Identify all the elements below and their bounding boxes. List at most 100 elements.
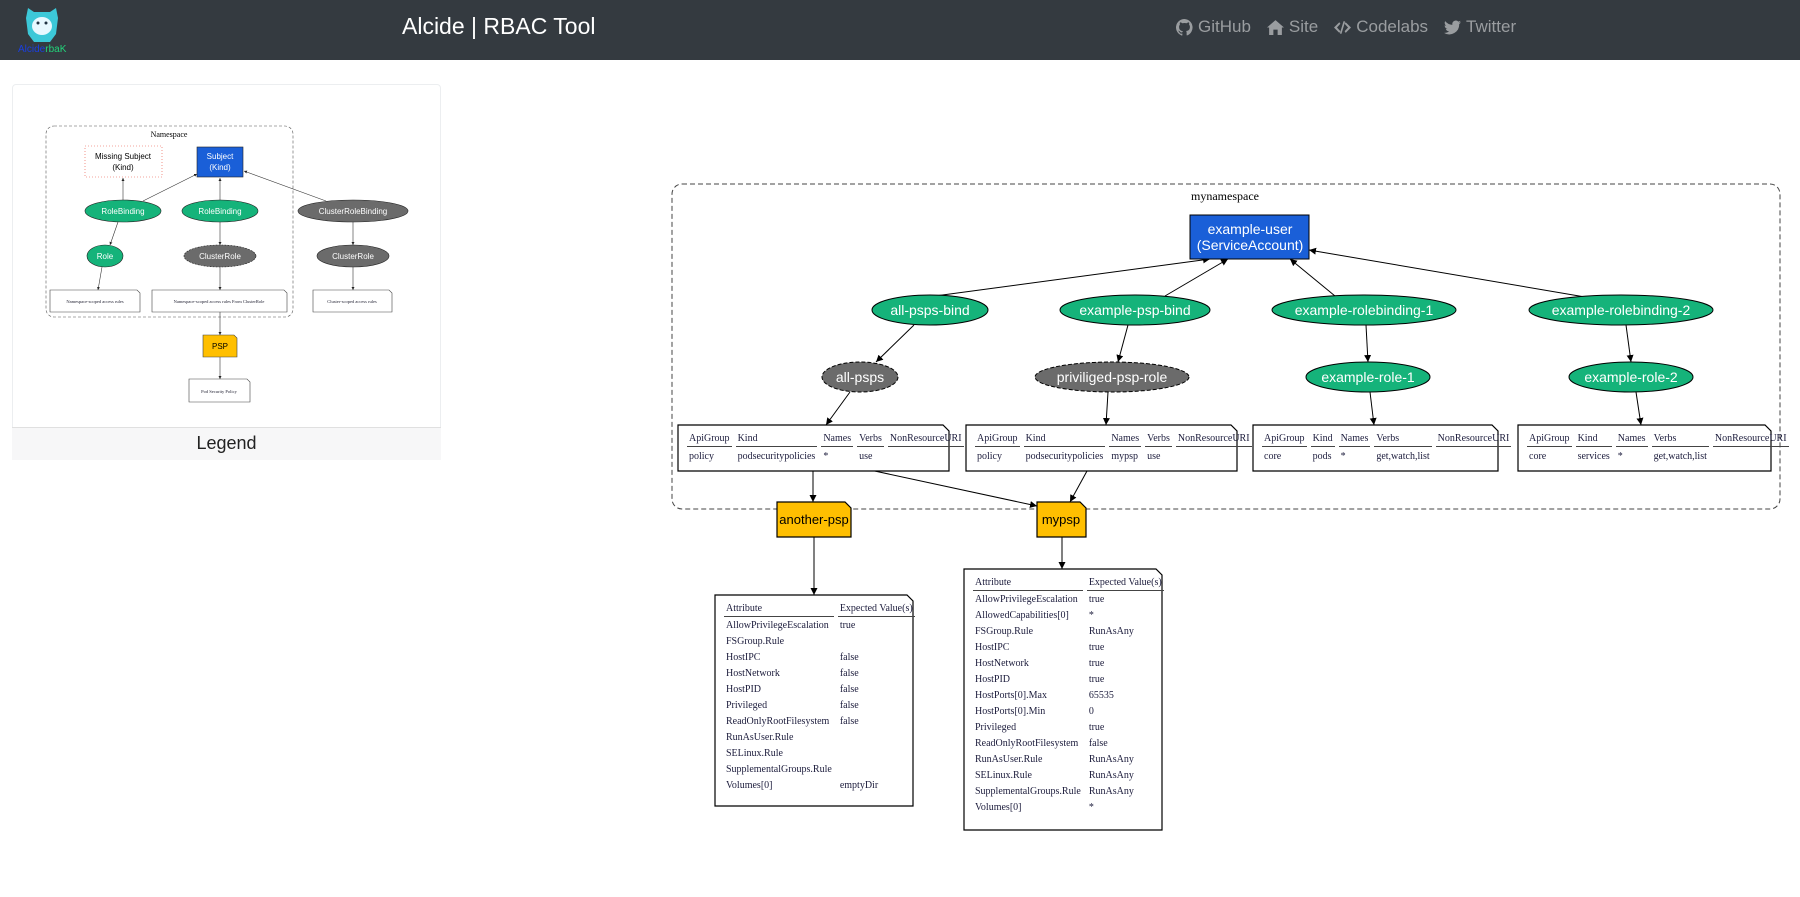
table-cell: SELinux.Rule <box>975 770 1032 781</box>
clusterrole-node[interactable] <box>1034 361 1190 393</box>
table-row: AllowedCapabilities[0]* <box>973 607 1164 623</box>
column-header: Expected Value(s) <box>837 597 915 617</box>
table-row: RunAsUser.Rule <box>724 729 915 745</box>
table-cell: false <box>839 700 859 711</box>
table-cell: Volumes[0] <box>975 802 1022 813</box>
table-cell: true <box>1088 642 1105 653</box>
table-cell: HostIPC <box>975 642 1010 653</box>
legend-clusterrole-ns-label: ClusterRole <box>199 252 241 261</box>
table-cell: * <box>1088 610 1094 621</box>
legend-missing-subject-label: Missing Subject <box>95 152 152 161</box>
legend-clusterrolebinding-label: ClusterRoleBinding <box>319 207 387 216</box>
legend-subject-kind: (Kind) <box>209 163 231 172</box>
table-cell: 65535 <box>1088 690 1114 701</box>
table-cell: false <box>1088 738 1108 749</box>
table-cell: true <box>1088 674 1105 685</box>
table-cell: * <box>1088 802 1094 813</box>
table-row: SupplementalGroups.Rule <box>724 761 915 777</box>
table-cell: false <box>839 652 859 663</box>
legend-clusterrole-label: ClusterRole <box>332 252 374 261</box>
code-icon <box>1334 20 1352 34</box>
role-node[interactable] <box>1568 361 1694 393</box>
table-cell: RunAsAny <box>1088 626 1134 637</box>
legend-role-label: Role <box>97 252 114 261</box>
binding-label: example-rolebinding-1 <box>1295 302 1434 318</box>
nav-codelabs[interactable]: Codelabs <box>1334 17 1428 37</box>
psp-node[interactable] <box>776 501 852 538</box>
table-cell <box>1436 447 1512 464</box>
rules-note <box>1517 424 1772 472</box>
role-label: all-psps <box>836 369 884 385</box>
psp-note <box>963 568 1163 831</box>
nav-github-label: GitHub <box>1198 17 1251 36</box>
table-cell: podsecuritypolicies <box>1025 451 1104 462</box>
legend-namespace-label: Namespace <box>151 130 188 139</box>
table-cell <box>838 761 915 777</box>
legend-psp-label: PSP <box>212 342 228 351</box>
table-cell: false <box>839 668 859 679</box>
column-header: Verbs <box>1145 427 1172 447</box>
column-header: Attribute <box>724 597 834 617</box>
nav-site-label: Site <box>1288 17 1319 36</box>
table-cell: * <box>823 451 829 462</box>
column-header: NonResourceURI <box>1712 427 1789 447</box>
svg-text:AlciderbaK: AlciderbaK <box>18 44 67 55</box>
table-cell: core <box>1264 451 1282 462</box>
table-row: HostIPC true <box>973 639 1164 655</box>
table-row: FSGroup.Rule <box>724 633 915 649</box>
clusterrole-node[interactable] <box>821 361 899 393</box>
nav-site[interactable]: Site <box>1266 17 1319 37</box>
twitter-icon <box>1444 20 1462 34</box>
column-header: Names <box>1338 427 1371 447</box>
alcide-logo[interactable]: AlciderbaK <box>14 4 70 56</box>
column-header: ApiGroup <box>687 427 732 447</box>
legend-missing-subject <box>84 145 163 178</box>
legend-missing-subject-kind: (Kind) <box>112 163 134 172</box>
legend-ns-rules-cr-note <box>151 289 288 313</box>
column-header: Names <box>821 427 854 447</box>
binding-node[interactable] <box>1059 294 1211 326</box>
binding-node[interactable] <box>871 294 989 326</box>
table-cell: policy <box>977 451 1002 462</box>
table-row: HostPID false <box>724 681 915 697</box>
table-cell: false <box>839 684 859 695</box>
nav-twitter[interactable]: Twitter <box>1444 17 1516 37</box>
table-cell: use <box>859 451 873 462</box>
psp-note <box>714 594 914 807</box>
table-cell: * <box>1340 451 1346 462</box>
rules-note <box>677 424 950 472</box>
table-row: Volumes[0]emptyDir <box>724 777 915 793</box>
nav-github[interactable]: GitHub <box>1176 17 1251 37</box>
legend-title: Legend <box>12 427 441 460</box>
legend-subject-label: Subject <box>207 152 234 161</box>
binding-node[interactable] <box>1271 294 1457 326</box>
legend-ns-rules-text: Namespace-scoped access rules <box>66 299 123 304</box>
table-cell: HostPID <box>726 684 762 695</box>
table-cell: services <box>1577 451 1610 462</box>
psp-node[interactable] <box>1036 501 1087 538</box>
role-node[interactable] <box>1305 361 1431 393</box>
legend-diagram: Namespace Missing Subject (Kind) Subject… <box>45 125 409 403</box>
table-cell: Privileged <box>975 722 1017 733</box>
legend-psp-note <box>188 378 251 403</box>
table-cell: RunAsUser.Rule <box>726 732 794 743</box>
table-cell: false <box>839 716 859 727</box>
binding-node[interactable] <box>1528 294 1714 326</box>
subject-node[interactable] <box>1189 214 1310 260</box>
table-cell: AllowPrivilegeEscalation <box>726 620 829 631</box>
column-header: Expected Value(s) <box>1086 571 1164 591</box>
legend-clusterrole-ns <box>183 244 257 268</box>
nav-links: GitHub Site Codelabs Twitter <box>1176 17 1516 37</box>
